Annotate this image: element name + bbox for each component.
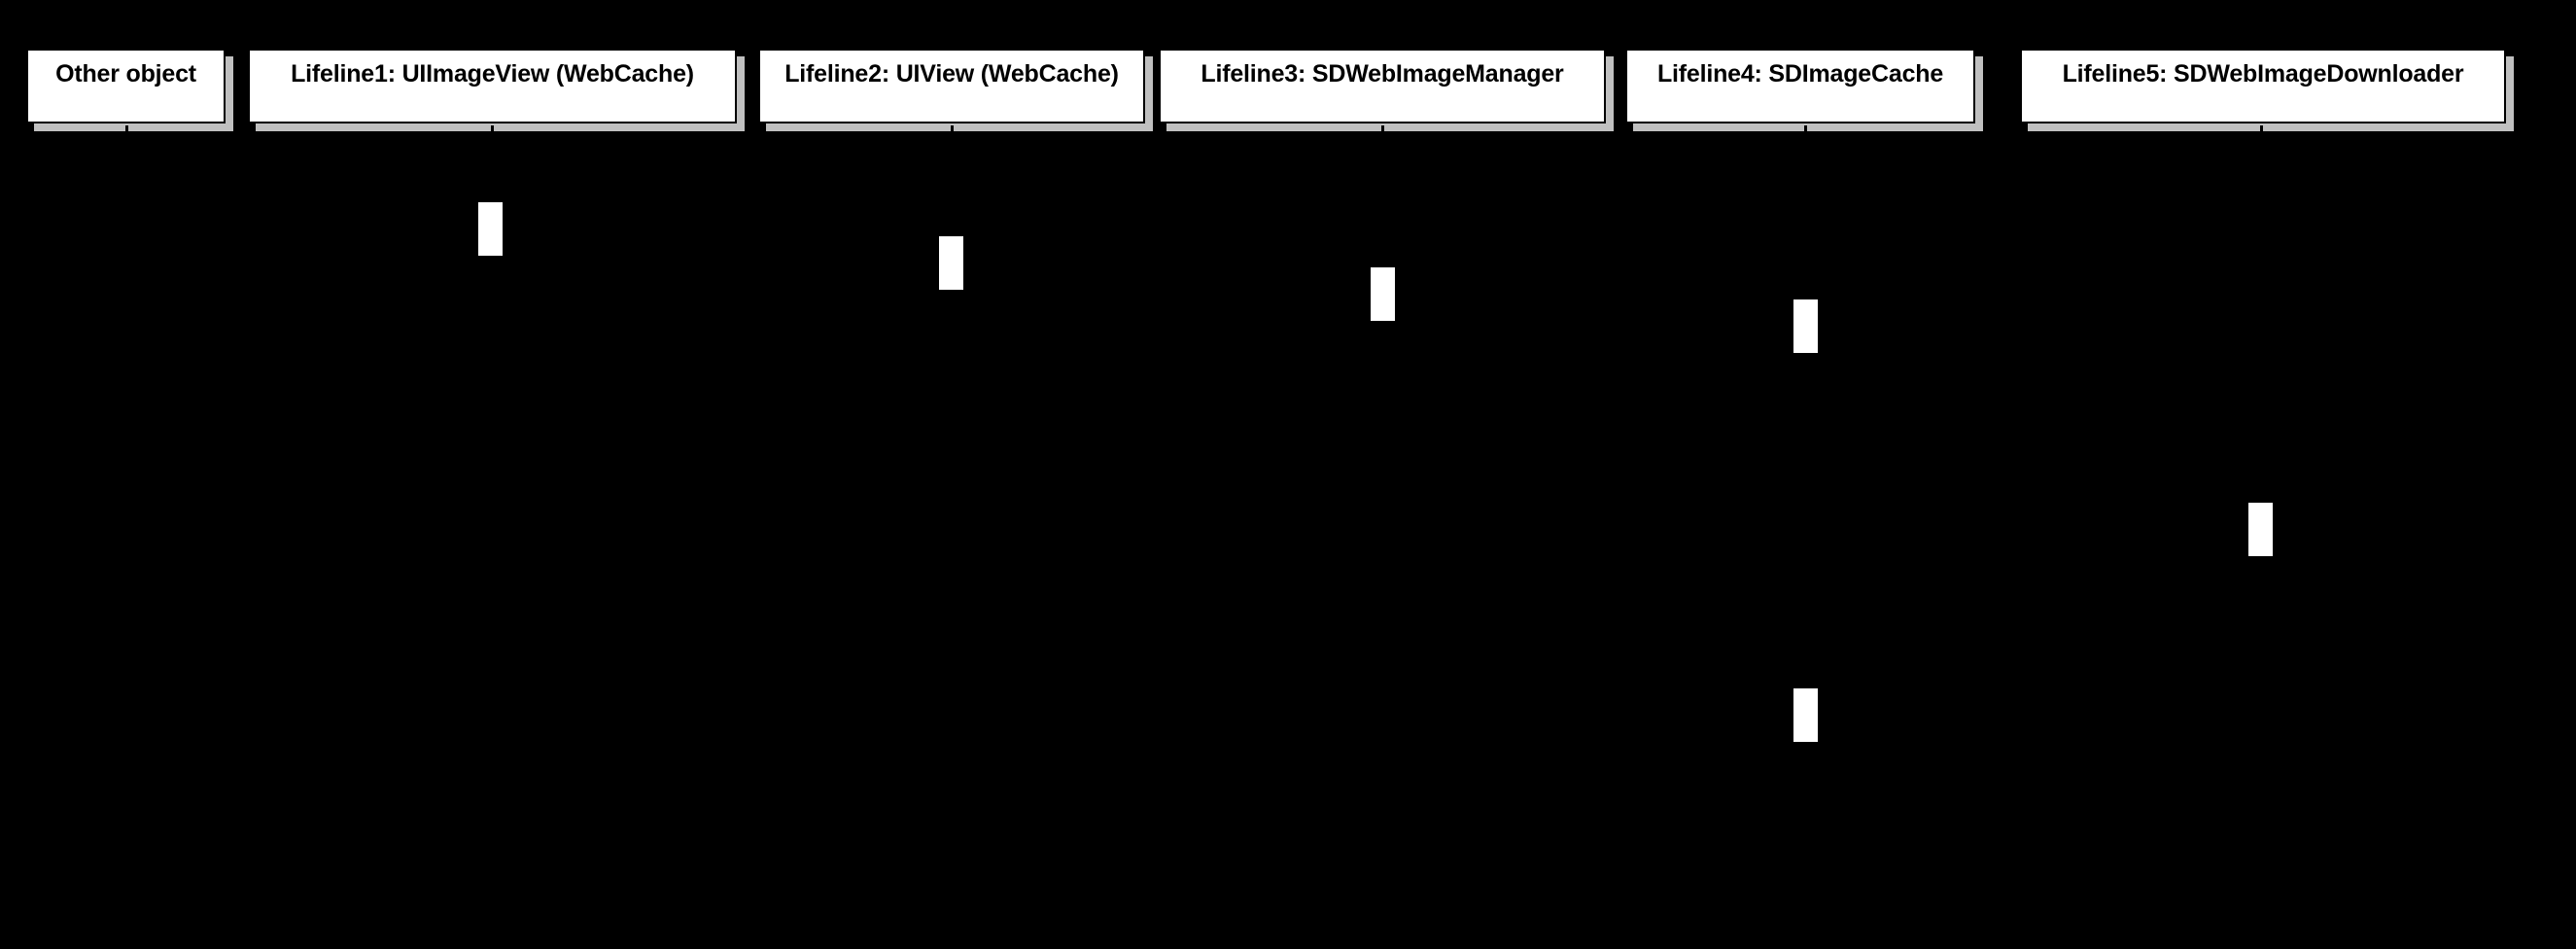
lifeline-stem-2 (950, 138, 952, 949)
activation-bar-5[interactable] (1793, 688, 1818, 742)
activation-bar-4[interactable] (2247, 503, 2273, 556)
lifeline-stem-4 (1804, 138, 1806, 949)
lifeline-header-0[interactable]: Other object (26, 49, 226, 123)
lifeline-origin-tick-1 (491, 125, 494, 137)
lifeline-header-4[interactable]: Lifeline4: SDImageCache (1625, 49, 1975, 123)
lifeline-origin-tick-3 (1381, 125, 1384, 137)
lifeline-header-label-5: Lifeline5: SDWebImageDownloader (2062, 60, 2464, 88)
lifeline-header-label-0: Other object (55, 60, 196, 88)
lifeline-origin-tick-0 (125, 125, 128, 137)
lifeline-stem-0 (125, 138, 127, 949)
lifeline-header-label-2: Lifeline2: UIView (WebCache) (784, 60, 1119, 88)
lifeline-header-3[interactable]: Lifeline3: SDWebImageManager (1159, 49, 1606, 123)
activation-bar-2[interactable] (1370, 267, 1395, 321)
lifeline-header-5[interactable]: Lifeline5: SDWebImageDownloader (2020, 49, 2506, 123)
lifeline-origin-tick-4 (1804, 125, 1807, 137)
lifeline-header-label-3: Lifeline3: SDWebImageManager (1201, 60, 1564, 88)
lifeline-stem-1 (489, 138, 491, 949)
lifeline-stem-3 (1381, 138, 1383, 949)
lifeline-header-label-1: Lifeline1: UIImageView (WebCache) (291, 60, 694, 88)
activation-bar-3[interactable] (1793, 299, 1818, 353)
lifeline-origin-tick-2 (951, 125, 954, 137)
lifeline-origin-tick-5 (2260, 125, 2263, 137)
activation-bar-0[interactable] (477, 202, 503, 256)
lifeline-header-label-4: Lifeline4: SDImageCache (1656, 60, 1944, 88)
lifeline-header-2[interactable]: Lifeline2: UIView (WebCache) (758, 49, 1145, 123)
activation-bar-1[interactable] (938, 236, 963, 290)
lifeline-header-1[interactable]: Lifeline1: UIImageView (WebCache) (248, 49, 737, 123)
